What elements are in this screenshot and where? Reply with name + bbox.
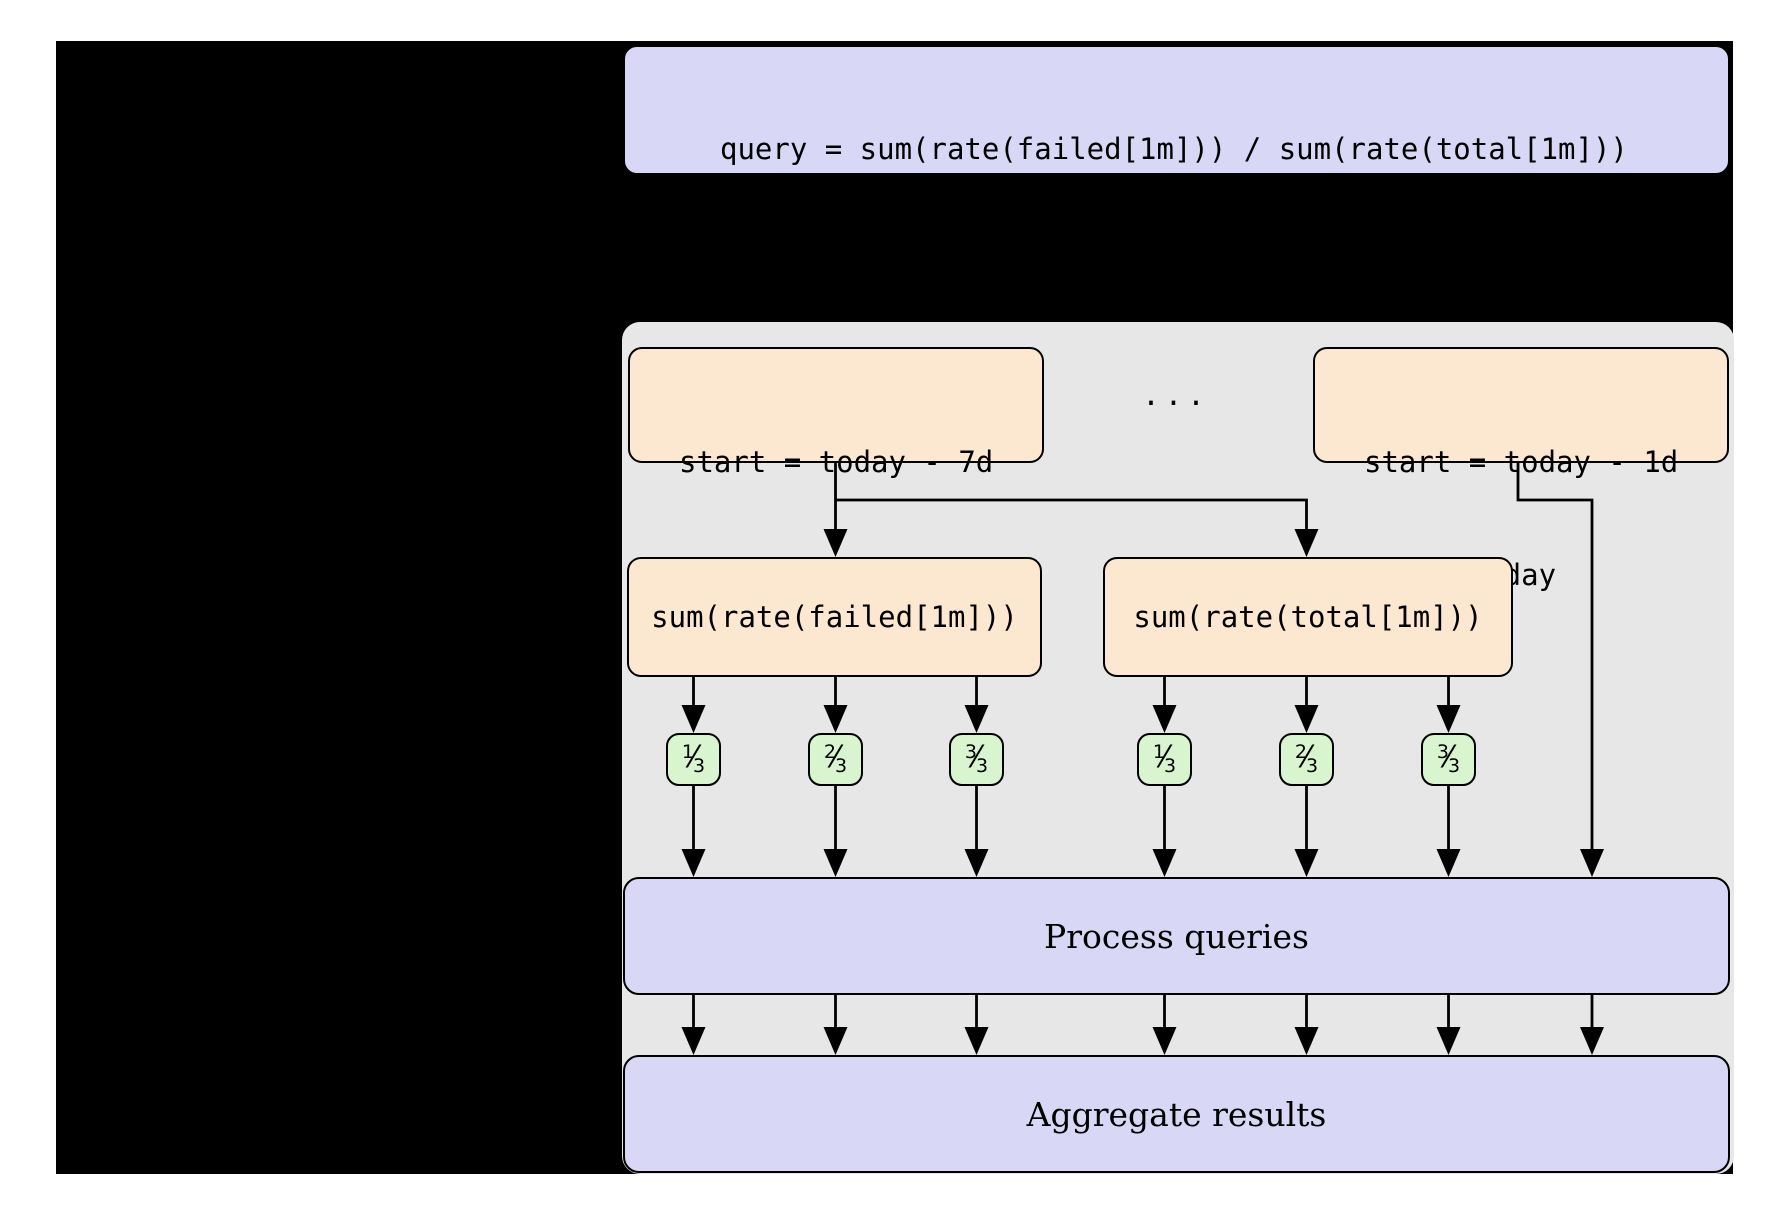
- shard-fraction: 2⁄3: [1294, 740, 1319, 777]
- shard-fraction: 1⁄3: [681, 740, 706, 777]
- shard-fraction: 3⁄3: [1436, 740, 1461, 777]
- shard-box-1-of-3: 1⁄3: [666, 733, 721, 786]
- subquery-label: sum(rate(total[1m])): [1133, 600, 1483, 634]
- time-range-box-last: start = today - 1d end = today: [1313, 347, 1729, 592]
- process-queries-box: Process queries: [623, 877, 1730, 995]
- subquery-label: sum(rate(failed[1m])): [651, 600, 1018, 634]
- shard-box-1-of-3: 1⁄3: [1137, 733, 1192, 786]
- shard-fraction: 3⁄3: [964, 740, 989, 777]
- process-queries-label: Process queries: [1044, 916, 1309, 956]
- shard-box-2-of-3: 2⁄3: [1279, 733, 1334, 786]
- ellipsis-dots: ...: [1142, 378, 1210, 412]
- query-definition-box: query = sum(rate(failed[1m])) / sum(rate…: [623, 45, 1730, 391]
- subquery-box-failed: sum(rate(failed[1m])): [627, 557, 1042, 677]
- aggregate-results-box: Aggregate results: [623, 1055, 1730, 1173]
- shard-box-2-of-3: 2⁄3: [808, 733, 863, 786]
- range-line: start = today - 7d: [679, 445, 994, 479]
- time-range-box-first: start = today - 7d end = today - 6d: [628, 347, 1044, 592]
- shard-fraction: 1⁄3: [1152, 740, 1177, 777]
- range-line: start = today - 1d: [1364, 445, 1679, 479]
- shard-box-3-of-3: 3⁄3: [1421, 733, 1476, 786]
- code-line: start = today - 7d: [720, 244, 1035, 279]
- aggregate-results-label: Aggregate results: [1026, 1094, 1327, 1134]
- shard-fraction: 2⁄3: [823, 740, 848, 777]
- code-line: query = sum(rate(failed[1m])) / sum(rate…: [720, 132, 1628, 166]
- subquery-box-total: sum(rate(total[1m])): [1103, 557, 1513, 677]
- shard-box-3-of-3: 3⁄3: [949, 733, 1004, 786]
